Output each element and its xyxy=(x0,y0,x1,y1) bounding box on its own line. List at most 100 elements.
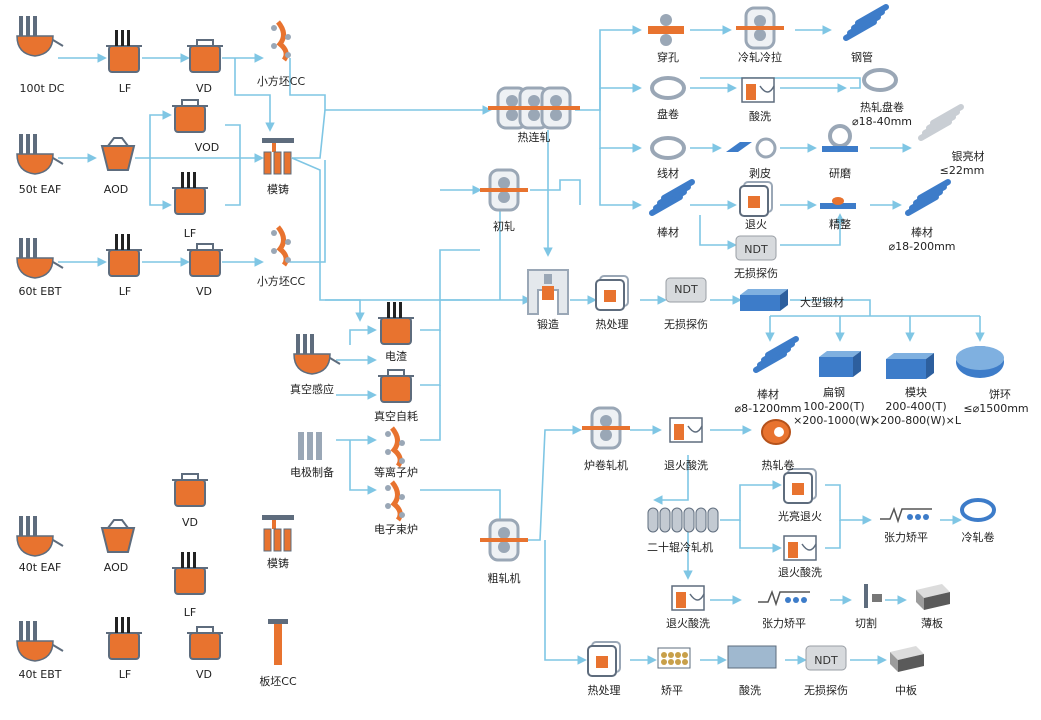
label-plasma: 等离子炉 xyxy=(374,466,418,479)
lf-4-icon xyxy=(172,552,208,595)
label-bright-bar-size: ≤22mm xyxy=(939,164,985,177)
electrode-icon xyxy=(298,432,322,460)
label-50t-eaf: 50t EAF xyxy=(18,183,62,196)
equipment-icons xyxy=(16,4,1004,677)
label-annealing-1: 退火 xyxy=(745,218,767,231)
heat-treat-2-icon xyxy=(587,641,621,677)
label-ndt-2: 无损探伤 xyxy=(734,267,778,280)
label-rougher: 粗轧机 xyxy=(487,572,521,585)
bar-icon xyxy=(649,179,695,216)
label-esr: 电渣 xyxy=(385,350,407,363)
label-ring: 饼环 xyxy=(989,388,1011,401)
flow-line xyxy=(739,520,782,553)
cutting-icon xyxy=(864,584,882,608)
flow-line xyxy=(349,440,377,495)
label-block-size-2: ×200-800(W)×L xyxy=(871,414,961,427)
flow-line xyxy=(349,325,377,345)
steel-pipe-icon xyxy=(843,4,889,41)
flow-line xyxy=(653,455,689,505)
flow-line xyxy=(575,25,642,111)
flow-line xyxy=(599,50,642,93)
hot-cont-mill-icon-stand xyxy=(532,86,580,130)
flow-line xyxy=(420,330,441,386)
ingot-1-icon xyxy=(262,138,294,175)
label-forged-bar-size: ⌀8-1200mm xyxy=(734,402,802,415)
label-tension-level-1: 张力矫平 xyxy=(884,531,928,544)
flow-line xyxy=(225,158,241,206)
label-block-size-1: 200-400(T) xyxy=(885,400,947,413)
label-bar-out-size: ⌀18-200mm xyxy=(888,240,956,253)
forged-bar-icon xyxy=(753,336,799,373)
pickling-1-icon xyxy=(741,77,775,103)
label-forging: 锻造 xyxy=(537,318,559,331)
esr-icon xyxy=(378,302,414,345)
label-cold-coil: 冷轧卷 xyxy=(961,531,995,544)
label-plate: 中板 xyxy=(895,684,917,697)
label-heat-treat-2: 热处理 xyxy=(587,684,621,697)
flow-line xyxy=(599,148,642,210)
label-large-forgings: 大型锻材 xyxy=(800,296,844,309)
grinding-icon xyxy=(822,124,858,152)
flow-line xyxy=(825,484,872,525)
lf-3-icon xyxy=(106,234,142,277)
slab-cc-icon xyxy=(268,619,288,665)
sheet-icon xyxy=(916,584,950,610)
ndt-2-icon xyxy=(735,235,777,261)
flow-line xyxy=(790,299,871,316)
vd-3-icon xyxy=(172,473,208,507)
cold-coil-icon xyxy=(960,498,996,522)
label-100t-dc: 100t DC xyxy=(19,82,65,95)
label-cutting: 切割 xyxy=(855,617,877,630)
anneal-pickle-1-icon xyxy=(669,417,703,443)
ingot-2-icon xyxy=(262,515,294,552)
peeling-icon xyxy=(726,137,777,159)
aod-1-icon xyxy=(100,137,136,171)
lf-5-icon xyxy=(106,617,142,660)
label-ring-size: ≤⌀1500mm xyxy=(963,402,1029,415)
label-block: 模块 xyxy=(905,386,927,399)
tension-level-1-icon xyxy=(880,506,932,524)
anneal-pickle-2-icon xyxy=(783,535,817,561)
label-leveling: 矫平 xyxy=(661,684,683,697)
label-40t-ebt: 40t EBT xyxy=(18,668,62,681)
vd-2-icon xyxy=(187,243,223,277)
heat-treat-1-icon xyxy=(595,275,629,311)
label-pickling-2: 酸洗 xyxy=(739,684,761,697)
flow-line xyxy=(225,124,241,158)
label-bright-anneal: 光亮退火 xyxy=(778,510,822,523)
label-slab-cc: 板坯CC xyxy=(259,675,297,688)
label-billet-cc-2: 小方坯CC xyxy=(256,275,306,288)
label-steel-pipe: 钢管 xyxy=(851,51,873,64)
vim-icon xyxy=(293,334,341,375)
50t-eaf-icon xyxy=(16,134,64,175)
label-peeling: 剥皮 xyxy=(749,167,771,180)
ndt-tag-3: NDT xyxy=(814,654,838,667)
tension-level-2-icon xyxy=(758,589,810,607)
label-piercing: 穿孔 xyxy=(657,51,679,64)
flow-lines xyxy=(58,25,985,665)
label-cold-roll-draw: 冷轧冷拉 xyxy=(738,51,782,64)
60t-ebt-icon xyxy=(16,238,64,279)
hot-roll-coil-icon xyxy=(761,419,791,445)
label-vim: 真空感应 xyxy=(290,383,334,396)
blooming-icon xyxy=(480,168,528,212)
hot-coil-icon xyxy=(862,68,898,92)
lf-2-icon xyxy=(172,172,208,215)
label-bright-bar: 银亮材 xyxy=(951,150,985,163)
billet-cc-1-icon xyxy=(271,20,291,62)
ndt-tag-1: NDT xyxy=(674,283,698,296)
label-anneal-pickle-3: 退火酸洗 xyxy=(666,617,710,630)
flow-line xyxy=(699,215,737,250)
flow-line xyxy=(720,480,782,521)
label-vd-2: VD xyxy=(196,285,212,298)
label-steckel: 炉卷轧机 xyxy=(584,459,628,472)
piercing-icon xyxy=(648,14,684,46)
label-lf-5: LF xyxy=(118,668,132,681)
flat-steel-icon xyxy=(819,351,861,377)
label-aod-1: AOD xyxy=(103,183,129,196)
rougher-icon xyxy=(480,518,528,562)
annealing-1-icon xyxy=(739,181,773,217)
var-icon xyxy=(378,369,414,403)
ndt-1-icon xyxy=(665,277,707,303)
